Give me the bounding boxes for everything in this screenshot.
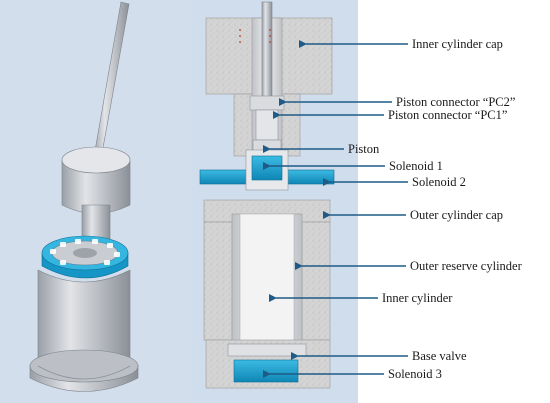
label-outer-cylinder-cap: Outer cylinder cap	[410, 208, 504, 222]
label-base-valve: Base valve	[412, 349, 467, 363]
label-solenoid-2: Solenoid 2	[412, 175, 466, 189]
label-inner-cylinder-cap: Inner cylinder cap	[412, 37, 503, 51]
label-piston-connector-pc2: Piston connector “PC2”	[396, 95, 516, 109]
cross-section	[199, 1, 335, 389]
leader-arrows	[263, 40, 408, 378]
label-solenoid-1: Solenoid 1	[389, 159, 443, 173]
label-outer-reserve-cylinder: Outer reserve cylinder	[410, 259, 522, 273]
label-solenoid-3: Solenoid 3	[388, 367, 442, 381]
label-inner-cylinder: Inner cylinder	[382, 291, 453, 305]
isometric-render	[0, 0, 192, 403]
label-piston: Piston	[348, 142, 380, 156]
label-piston-connector-pc1: Piston connector “PC1”	[388, 108, 508, 122]
